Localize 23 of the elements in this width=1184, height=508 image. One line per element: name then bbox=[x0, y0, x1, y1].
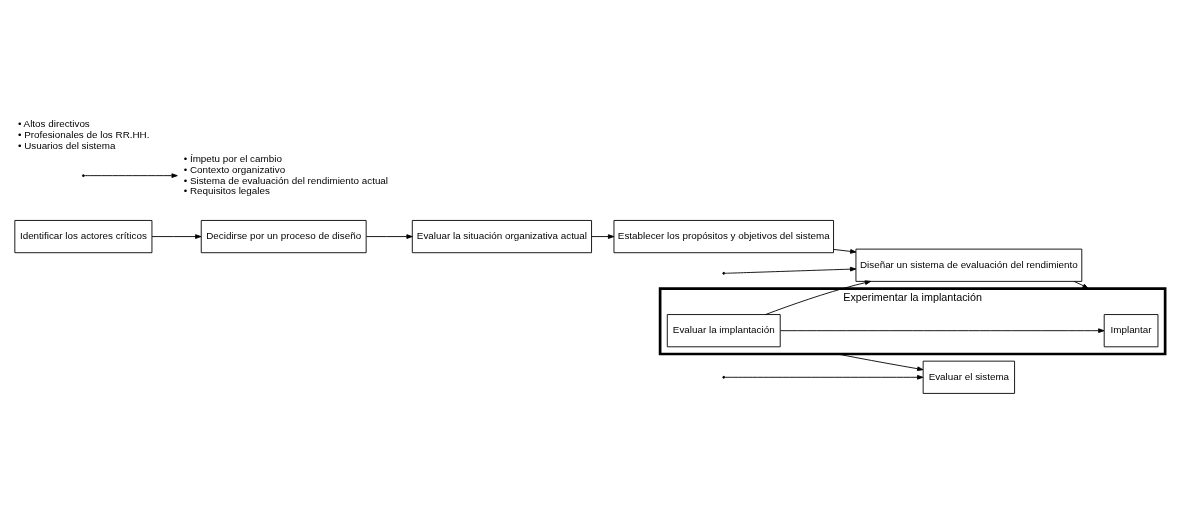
label: • Usuarios del sistema bbox=[17, 139, 116, 151]
arrow bbox=[833, 248, 857, 254]
arrow bbox=[84, 172, 178, 178]
label: • Profesionales de los RR.HH. bbox=[17, 128, 150, 140]
arrow bbox=[836, 353, 924, 371]
node-box: Evaluar el sistema bbox=[922, 360, 1016, 394]
node-text: • Ímpetu por el cambio • Contexto organizativo • Sistema de evaluación del rendimiento actual • Requisitos legales bbox=[183, 152, 389, 196]
arrow bbox=[780, 327, 1105, 333]
arrow bbox=[151, 233, 202, 239]
arrow bbox=[591, 233, 615, 239]
node-box: Implantar bbox=[1103, 313, 1159, 347]
arrow bbox=[765, 279, 872, 315]
arrow bbox=[1073, 280, 1089, 289]
arrow bbox=[724, 266, 857, 274]
arrow bbox=[724, 374, 924, 380]
node-box: Establecer los propósitos y objetivos del sistema bbox=[613, 219, 834, 253]
node-box: Diseñar un sistema de evaluación del rendimiento bbox=[855, 248, 1083, 282]
node-box: Evaluar la situación organizativa actual bbox=[411, 219, 592, 253]
node-box: Decidirse por un proceso de diseño bbox=[200, 219, 367, 253]
node-box: Evaluar la implantación bbox=[666, 313, 781, 347]
label: • Altos directivos bbox=[17, 117, 90, 129]
node-box: Identificar los actores críticos bbox=[14, 219, 153, 253]
arrow bbox=[365, 233, 413, 239]
